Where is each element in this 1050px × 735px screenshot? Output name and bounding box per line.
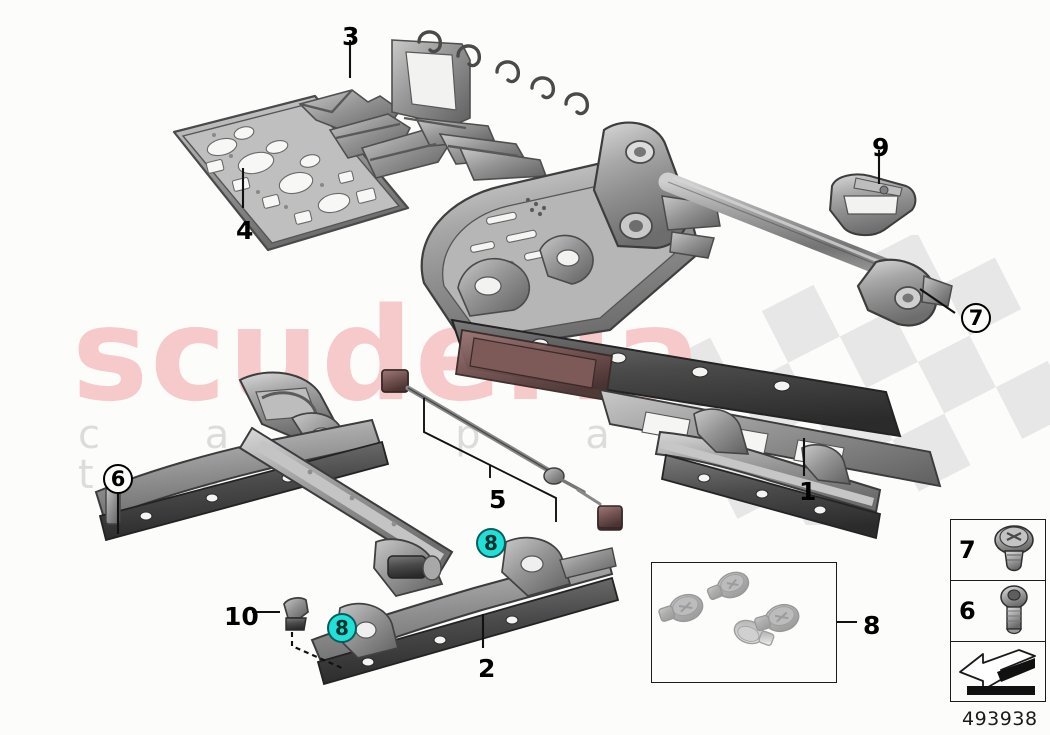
- direction-arrow-icon: [959, 649, 1036, 695]
- part-seat-frame-main: [381, 121, 953, 531]
- side-legend-number-6: 6: [959, 597, 976, 625]
- callout-4[interactable]: 4: [236, 216, 254, 245]
- side-legend-cell-6: 6: [951, 581, 1045, 642]
- callout-1[interactable]: 1: [799, 477, 817, 506]
- side-legend-cell-7: 7: [951, 520, 1045, 581]
- side-legend-box: 7 6: [950, 519, 1046, 702]
- callout-7-circle[interactable]: 7: [961, 303, 991, 333]
- drawing-number: 493938: [962, 708, 1038, 730]
- tagline-watermark: c a r p a r t s: [78, 412, 777, 498]
- part-spring-wires: [299, 89, 519, 162]
- callout-6-circle[interactable]: 6: [103, 464, 133, 494]
- callout-3[interactable]: 3: [342, 22, 360, 51]
- part-left-cradle: [94, 371, 454, 598]
- side-legend-number-7: 7: [959, 536, 976, 564]
- callout-5[interactable]: 5: [489, 485, 507, 514]
- part-spring-hooks: [417, 30, 590, 116]
- side-legend-cell-arrow: [951, 642, 1045, 703]
- callout-8-highlight-front[interactable]: 8: [327, 613, 357, 643]
- callout-8-highlight-rear[interactable]: 8: [476, 528, 506, 558]
- part-stop-block: [283, 597, 309, 631]
- part-spring-mat-clip-set: [298, 39, 548, 181]
- brand-watermark: scuderia: [72, 281, 703, 430]
- checkered-flag-watermark: [670, 235, 1050, 525]
- callout-8-box[interactable]: 8: [863, 611, 881, 640]
- callout-10[interactable]: 10: [224, 602, 259, 631]
- part-seat-rail-left: [310, 536, 620, 686]
- part-seat-pan-insert: [172, 94, 410, 252]
- pan-head-screw-icon: [994, 525, 1034, 572]
- callout-2[interactable]: 2: [478, 654, 496, 683]
- callout-9[interactable]: 9: [872, 133, 890, 162]
- fastener-group-box: [651, 562, 837, 683]
- part-seat-rail-right: [654, 408, 882, 540]
- torx-bolt-icon: [1000, 585, 1028, 635]
- part-latch-cover: [828, 173, 917, 236]
